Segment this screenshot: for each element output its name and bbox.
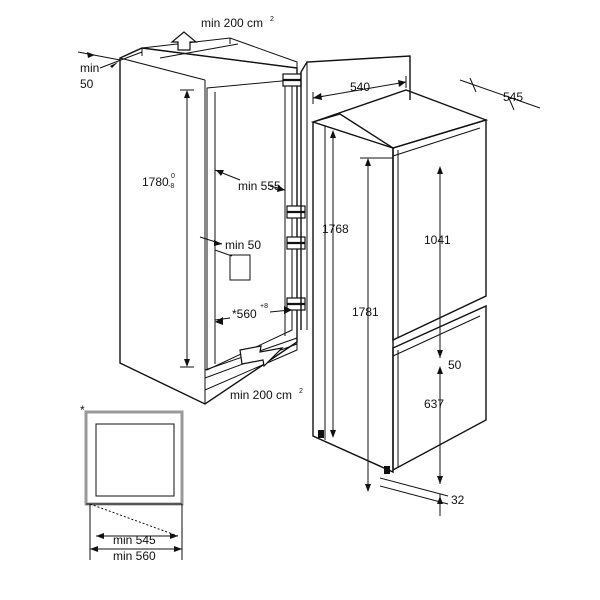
rear-gap-label-2: 50 (80, 77, 94, 91)
niche-inner (206, 79, 293, 371)
arrow-icon (216, 170, 224, 176)
depth-label: min 555 (238, 179, 281, 193)
lower-door-label: 637 (424, 397, 444, 411)
height-tol-upper: 0 (171, 173, 175, 180)
lower-door (392, 304, 487, 472)
depth-dimension-line (312, 81, 407, 99)
arrow-icon (174, 546, 182, 552)
rear-gap-label-1: min (80, 61, 99, 75)
vent-in-arrow-icon (239, 345, 284, 368)
arrow-icon (215, 317, 223, 325)
arrow-icon (365, 484, 371, 492)
arrow-icon (437, 166, 443, 174)
door-swing (89, 503, 179, 537)
arrow-icon (96, 533, 104, 539)
height-label: 1780 (142, 175, 169, 189)
total-height-label: 1781 (352, 305, 379, 319)
arrow-icon (437, 350, 443, 358)
arrow-icon (330, 130, 336, 138)
arrow-icon (184, 90, 190, 98)
hinge-icon (282, 73, 302, 87)
vent-top-label: min 200 cm (201, 16, 263, 30)
door-opening-outline (300, 55, 411, 100)
note-marker: * (80, 403, 85, 417)
upper-door-label: 1041 (424, 233, 451, 247)
foot-icon (318, 430, 324, 438)
cabinet-height-label: 1768 (322, 222, 349, 236)
vent-bottom-label: min 200 cm (230, 388, 292, 402)
top-view-detail: * min 545 min 560 (80, 403, 184, 563)
upper-door (392, 119, 487, 342)
cabinet-top-plate (141, 37, 298, 69)
arrow-icon (277, 185, 285, 192)
cabinet-niche: min 200 cm 2 min 50 1780 0 -8 min 555 mi… (77, 16, 411, 405)
arrow-icon (90, 546, 98, 552)
rear-gap-line (77, 51, 121, 61)
appliance-door-depth-label: 545 (503, 90, 523, 104)
arrow-icon (437, 366, 443, 374)
arrow-icon (87, 52, 95, 58)
appliance-outline (95, 423, 175, 497)
width-label: *560 (232, 307, 257, 321)
bottom-label: 32 (451, 493, 465, 507)
door-gap-label: 50 (448, 358, 462, 372)
appliance: 540 545 1768 1781 1041 50 637 32 (310, 76, 541, 516)
arrow-icon (184, 359, 190, 367)
side-gap-label: min 50 (225, 238, 261, 252)
arrow-icon (170, 533, 178, 539)
width-min-label: min 560 (113, 549, 156, 563)
arrow-icon (330, 430, 336, 438)
width-tol: +8 (260, 303, 268, 310)
vent-bottom-sup: 2 (299, 388, 303, 395)
arrow-icon (437, 476, 443, 484)
arrow-icon (284, 306, 292, 314)
arrow-icon (214, 240, 222, 246)
foot-icon (384, 466, 390, 474)
hinge-icon (286, 205, 306, 219)
appliance-depth-label: 540 (350, 80, 370, 94)
arrow-icon (398, 80, 406, 87)
top-plate-line (159, 43, 239, 59)
arrow-icon (365, 158, 371, 166)
side-panel (229, 254, 251, 281)
vent-top-sup: 2 (270, 16, 274, 23)
hinge-icon (286, 236, 306, 250)
plinth (204, 337, 298, 391)
arrow-icon (313, 93, 322, 100)
hinge-icon (286, 297, 306, 311)
door-depth-dimension-line (459, 79, 541, 109)
arrow-icon (110, 62, 118, 68)
appliance-top (310, 89, 489, 149)
height-tol-lower: -8 (168, 183, 174, 190)
niche-outline (84, 410, 184, 506)
cabinet-top-edge (119, 57, 206, 81)
depth-min-label: min 545 (113, 533, 156, 547)
vent-up-arrow-icon (170, 31, 198, 51)
